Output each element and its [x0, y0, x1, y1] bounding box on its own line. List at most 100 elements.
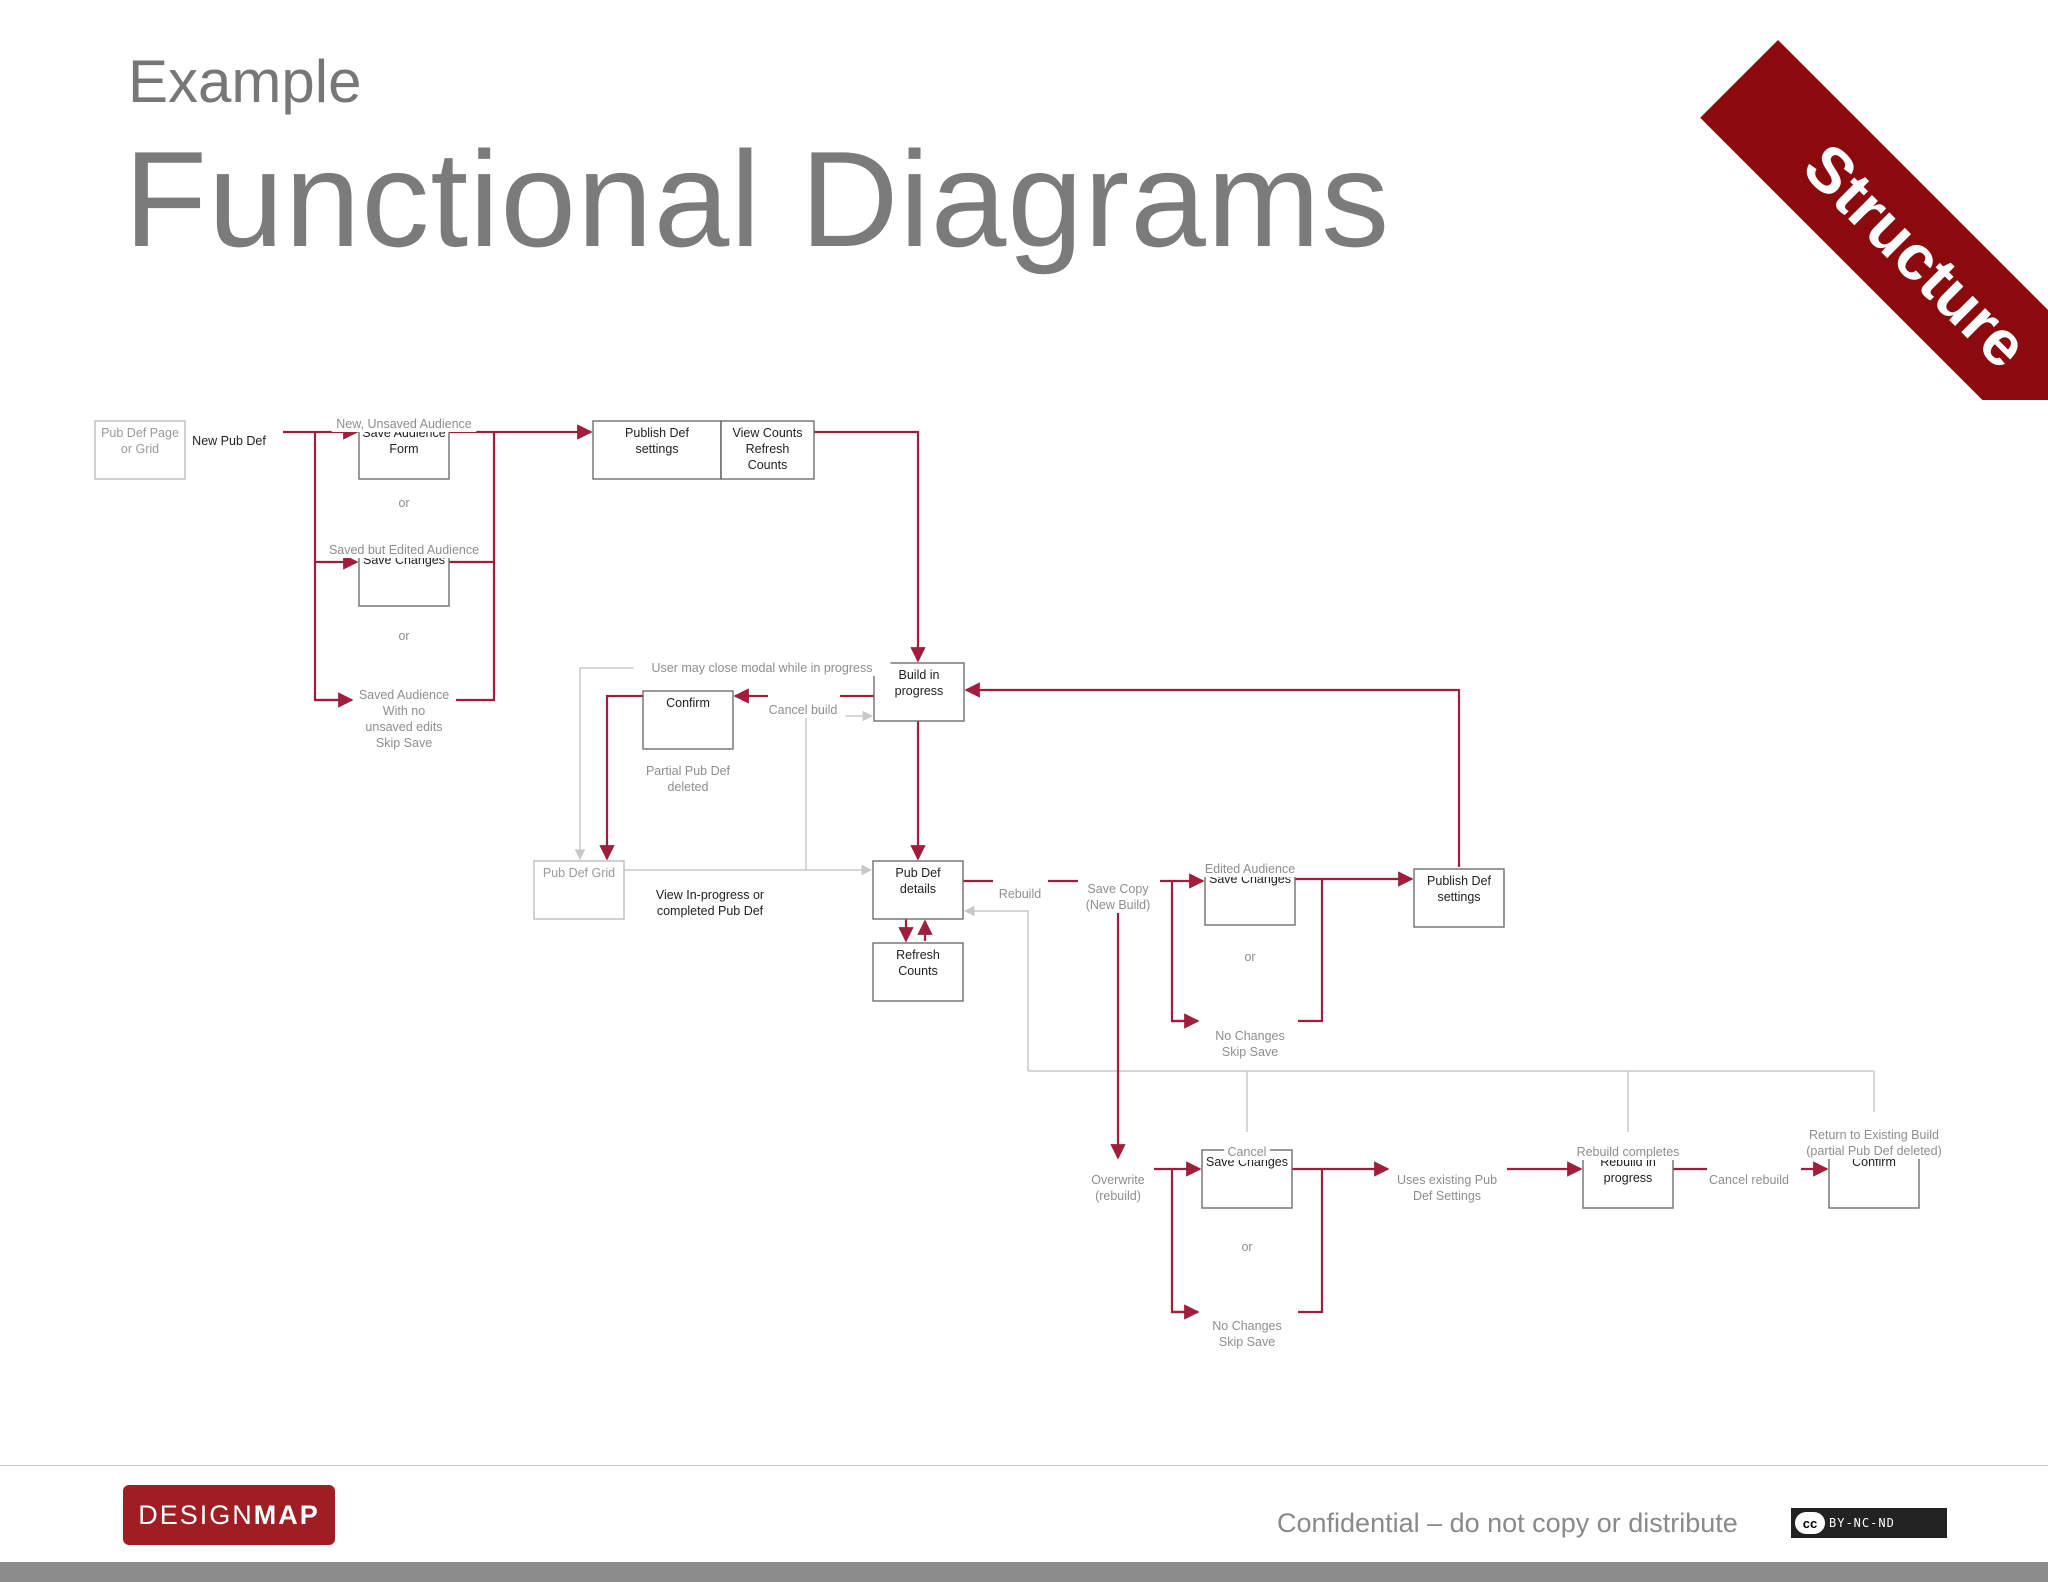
- label-text: (rebuild): [1095, 1189, 1141, 1203]
- connector-line: [313, 432, 352, 702]
- label-knockout: [1788, 1144, 1960, 1159]
- node-label: Pub Def Grid: [543, 866, 615, 880]
- diagram-label-cancel-rebuild: Cancel rebuild: [1699, 1173, 1799, 1188]
- diagram-node-confirm-1: Confirm: [642, 690, 734, 750]
- diagram-node-pub-def-details: Pub Def details: [872, 860, 964, 920]
- node-label: details: [900, 882, 936, 896]
- node-label: settings: [635, 442, 678, 456]
- label-knockout: [1217, 1045, 1283, 1060]
- confidential-notice: Confidential – do not copy or distribute: [1277, 1508, 1738, 1538]
- connector-line: [456, 432, 496, 702]
- diagram-label-edited-audience: Edited Audience: [1197, 862, 1303, 877]
- label-knockout: [371, 736, 437, 751]
- diagram-label-overwrite: Overwrite (rebuild): [1085, 1173, 1151, 1204]
- label-text: deleted: [667, 780, 708, 794]
- diagram-label-close-modal: User may close modal while in progress: [633, 661, 891, 676]
- label-knockout: [1791, 1128, 1957, 1143]
- label-text: Save Copy: [1087, 882, 1149, 896]
- label-knockout: [633, 661, 891, 676]
- label-knockout: [1240, 950, 1260, 965]
- node-box: [592, 420, 722, 480]
- diagram-label-rebuild-completes: Rebuild completes: [1568, 1145, 1688, 1160]
- node-label: Pub Def: [895, 866, 941, 880]
- label-text: Skip Save: [1219, 1335, 1275, 1349]
- logo-bold-text: MAP: [253, 1499, 320, 1530]
- label-knockout: [644, 888, 776, 903]
- connector-line: [963, 905, 1029, 1071]
- label-text: View In-progress or: [656, 888, 764, 902]
- label-text: completed Pub Def: [657, 904, 764, 918]
- label-text: Cancel build: [769, 703, 838, 717]
- label-text: Skip Save: [1222, 1045, 1278, 1059]
- label-knockout: [358, 720, 450, 735]
- diagram-label-rebuild: Rebuild: [993, 887, 1047, 902]
- node-label: Form: [389, 442, 418, 456]
- node-box: [872, 942, 964, 1002]
- label-text: Rebuild: [999, 887, 1041, 901]
- node-label: settings: [1437, 890, 1480, 904]
- label-text: or: [1244, 950, 1255, 964]
- diagram-label-or-2: or: [394, 629, 414, 644]
- node-box: [1413, 868, 1505, 928]
- diagram-label-save-copy: Save Copy (New Build): [1078, 882, 1158, 913]
- diagram-label-view-inprogress: View In-progress or completed Pub Def: [644, 888, 776, 919]
- connector-line: [1298, 879, 1324, 1023]
- label-knockout: [394, 629, 414, 644]
- label-text: Overwrite: [1091, 1173, 1145, 1187]
- node-label: View Counts: [733, 426, 803, 440]
- node-label: Pub Def Page: [101, 426, 179, 440]
- slide-title: Functional Diagrams: [124, 123, 1391, 275]
- label-knockout: [1214, 1029, 1286, 1044]
- label-knockout: [760, 703, 846, 718]
- label-knockout: [1078, 898, 1158, 913]
- label-knockout: [1085, 882, 1151, 897]
- bottom-bar: [0, 1562, 2048, 1582]
- footer-divider: [0, 1465, 2048, 1466]
- label-text: With no: [383, 704, 425, 718]
- label-knockout: [993, 887, 1047, 902]
- label-text: Skip Save: [376, 736, 432, 750]
- node-label: progress: [1604, 1171, 1653, 1185]
- connector-line: [805, 710, 874, 870]
- label-text: Uses existing Pub: [1397, 1173, 1497, 1187]
- label-text: Rebuild completes: [1577, 1145, 1680, 1159]
- label-knockout: [1237, 1240, 1257, 1255]
- node-label: Confirm: [666, 696, 710, 710]
- label-text: or: [1241, 1240, 1252, 1254]
- label-text: (partial Pub Def deleted): [1806, 1144, 1942, 1158]
- node-box: [533, 860, 625, 920]
- diagram-label-new-unsaved: New, Unsaved Audience: [331, 417, 477, 432]
- label-text: or: [398, 496, 409, 510]
- label-text: New Pub Def: [192, 434, 266, 448]
- label-text: unsaved edits: [365, 720, 442, 734]
- label-text: Edited Audience: [1205, 862, 1295, 876]
- label-knockout: [1224, 1145, 1270, 1160]
- cc-license-badge: cc BY-NC-ND: [1791, 1508, 1947, 1538]
- connector-line: [964, 682, 1461, 867]
- label-knockout: [650, 904, 770, 919]
- label-text: No Changes: [1215, 1029, 1285, 1043]
- label-knockout: [394, 496, 414, 511]
- cc-icon: cc: [1795, 1512, 1825, 1534]
- node-box: [94, 420, 186, 480]
- connector-line: [1298, 1169, 1324, 1314]
- connector-line: [1170, 1169, 1198, 1314]
- label-text: New, Unsaved Audience: [336, 417, 472, 431]
- diagram-label-or-1: or: [394, 496, 414, 511]
- label-text: User may close modal while in progress: [652, 661, 873, 675]
- label-text: Saved Audience: [359, 688, 449, 702]
- label-knockout: [189, 434, 269, 449]
- node-box: [642, 690, 734, 750]
- label-knockout: [318, 543, 490, 558]
- label-text: Partial Pub Def: [646, 764, 731, 778]
- label-text: Cancel: [1228, 1145, 1267, 1159]
- label-knockout: [1085, 1189, 1151, 1204]
- label-text: (New Build): [1086, 898, 1151, 912]
- label-knockout: [1699, 1173, 1799, 1188]
